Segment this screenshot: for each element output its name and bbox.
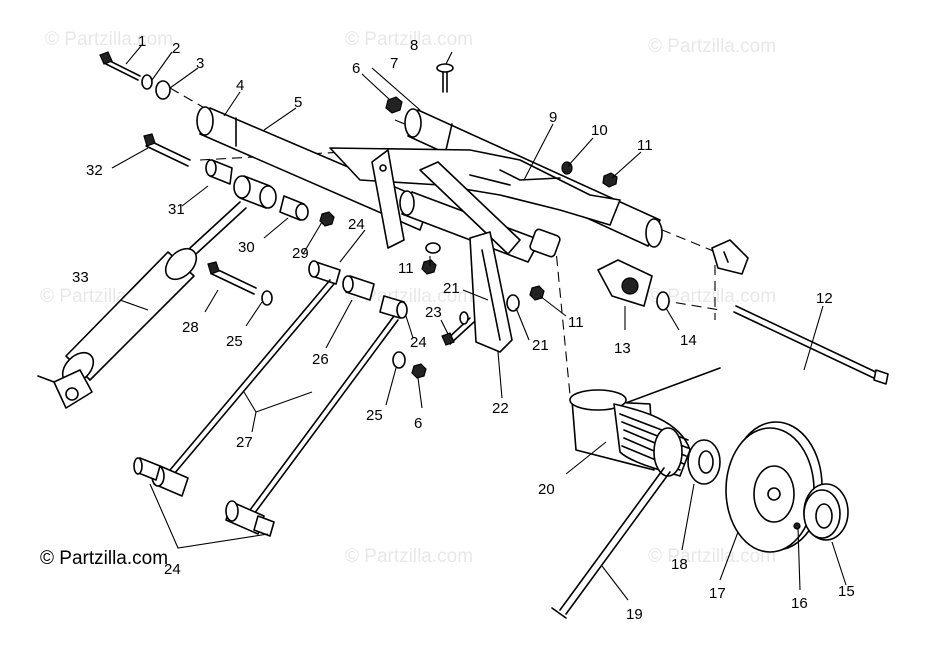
callout-20: 20 <box>538 481 555 498</box>
bushing-part-30 <box>279 195 309 221</box>
callout-18: 18 <box>671 556 688 573</box>
bracket-part-24 <box>371 149 405 249</box>
washer-part-3 <box>155 80 171 100</box>
callout-24a: 24 <box>348 216 365 233</box>
leader-lines <box>111 45 847 601</box>
swing-arm-frame <box>329 147 621 226</box>
watermark-text: © Partzilla.com <box>648 36 776 57</box>
callout-24c: 24 <box>164 561 181 578</box>
callout-7: 7 <box>390 55 398 72</box>
washer-part-2 <box>141 74 153 90</box>
callout-2: 2 <box>172 40 180 57</box>
callout-17: 17 <box>709 585 726 602</box>
bolt-part-8 <box>436 63 454 93</box>
watermark-text: © Partzilla.com <box>45 29 173 50</box>
washer-part-25-lower <box>392 351 406 369</box>
callout-1: 1 <box>138 33 146 50</box>
copyright-text: © Partzilla.com <box>40 548 169 569</box>
shaft-part-5 <box>196 106 431 231</box>
callout-25b: 25 <box>366 407 383 424</box>
callout-22: 22 <box>492 400 509 417</box>
callout-12: 12 <box>816 290 833 307</box>
link-rod-part-27 <box>151 279 399 535</box>
watermark-text: © Partzilla.com <box>345 286 473 307</box>
end-bracket <box>711 239 749 275</box>
bushing-part-29 <box>308 260 341 285</box>
washer-part-25 <box>261 290 273 306</box>
callout-6b: 6 <box>414 415 422 432</box>
callout-13: 13 <box>614 340 631 357</box>
callout-3: 3 <box>196 55 204 72</box>
spring-arm-part-19 <box>551 467 671 619</box>
callout-25: 25 <box>226 333 243 350</box>
washer-part-21b <box>459 311 469 325</box>
bolt-part-12 <box>733 305 889 385</box>
watermarks: © Partzilla.com © Partzilla.com © Partzi… <box>40 29 776 567</box>
callout-21b: 21 <box>532 337 549 354</box>
watermark-text: © Partzilla.com <box>648 546 776 567</box>
bolt-part-32 <box>143 133 191 167</box>
bushing-part-26 <box>342 275 375 301</box>
bearing-part-15 <box>793 483 849 541</box>
callout-6: 6 <box>352 60 360 77</box>
callout-16: 16 <box>791 595 808 612</box>
callout-11c: 11 <box>568 314 584 331</box>
bolt-part-1 <box>99 51 141 81</box>
bushing-part-24 <box>379 295 408 319</box>
callout-32: 32 <box>86 162 103 179</box>
nut-part-6 <box>385 96 403 114</box>
callouts: 1 2 3 4 5 6 7 8 9 10 11 12 13 14 11 21 2… <box>72 33 855 623</box>
callout-24b: 24 <box>410 334 427 351</box>
bracket-part-9 <box>419 161 521 255</box>
callout-27: 27 <box>236 434 253 451</box>
washer-part-21 <box>506 294 520 312</box>
bushing-part-24-lower <box>133 457 275 537</box>
spacer-part-31 <box>233 175 277 209</box>
watermark-text: © Partzilla.com <box>648 286 776 307</box>
nut-part-6-lower <box>411 363 427 379</box>
callout-9: 9 <box>549 109 557 126</box>
callout-29: 29 <box>292 245 309 262</box>
washer-part-14 <box>656 291 670 311</box>
callout-10: 10 <box>591 122 608 139</box>
callout-23: 23 <box>425 304 442 321</box>
callout-21a: 21 <box>443 280 460 297</box>
watermark-text: © Partzilla.com <box>345 546 473 567</box>
block-part-13 <box>597 259 653 307</box>
shock-absorber-part-33 <box>37 201 247 409</box>
callout-11: 11 <box>637 137 653 154</box>
callout-4: 4 <box>236 77 244 94</box>
nut-part-30 <box>319 211 335 227</box>
callout-28: 28 <box>182 319 199 336</box>
idler-wheel-part-17 <box>725 421 823 553</box>
callout-31: 31 <box>168 201 185 218</box>
washer-part-11 <box>425 242 441 254</box>
bushing-part-31 <box>205 159 233 185</box>
washer-part-18 <box>687 439 721 485</box>
callout-30: 30 <box>238 239 255 256</box>
callout-19: 19 <box>626 606 643 623</box>
watermark-text: © Partzilla.com <box>345 29 473 50</box>
callout-8: 8 <box>410 37 418 54</box>
nut-part-11-upper <box>421 259 437 275</box>
torsion-spring-part-20 <box>569 367 721 477</box>
callout-5: 5 <box>294 94 302 111</box>
pad-part-22 <box>469 231 513 353</box>
callout-33: 33 <box>72 269 89 286</box>
bolt-part-28 <box>207 261 257 295</box>
callout-26: 26 <box>312 351 329 368</box>
callout-15: 15 <box>838 583 855 600</box>
callout-11b: 11 <box>398 260 414 277</box>
callout-14: 14 <box>680 332 697 349</box>
